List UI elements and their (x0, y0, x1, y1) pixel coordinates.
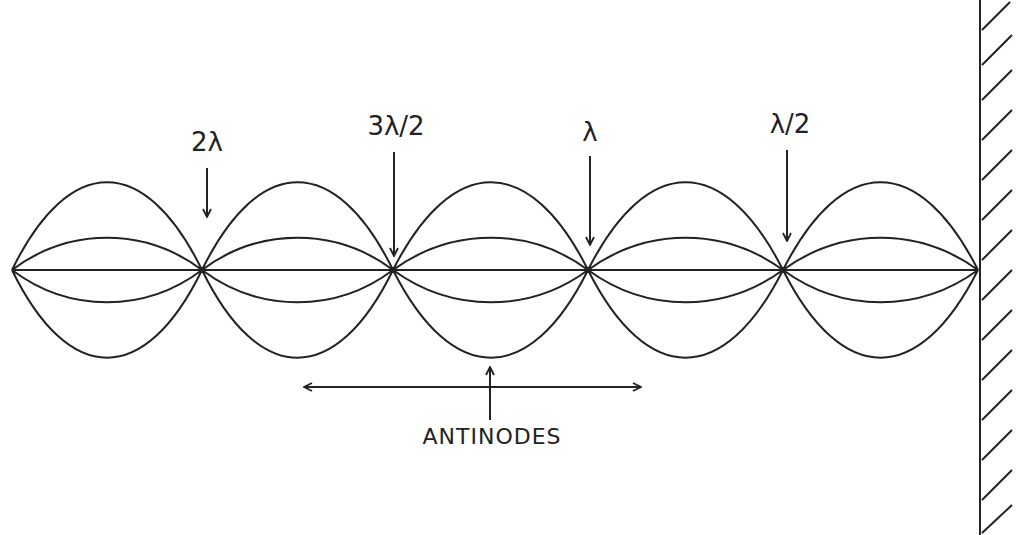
wave-loop (588, 182, 783, 358)
antinode-pointer (489, 368, 491, 420)
wave-loop (202, 182, 393, 358)
pointer-arrow (206, 168, 208, 216)
wave-loop (393, 182, 588, 358)
wavelength-label: 3λ/2 (367, 112, 424, 142)
pointer-arrow (786, 150, 788, 240)
wall-line (979, 0, 981, 535)
pointer-arrow (589, 156, 591, 244)
node-dots (199, 267, 786, 273)
pointer-arrow (393, 152, 395, 255)
antinodes-label: ANTINODES (422, 424, 561, 449)
pointer-arrows (207, 150, 787, 420)
string-rest-line (12, 269, 978, 271)
string-loops (12, 182, 978, 358)
wavelength-label: λ/2 (770, 110, 811, 140)
wall (980, 0, 1012, 535)
node-dot (780, 267, 786, 273)
antinode-span-arrow (305, 386, 640, 388)
node-dot (199, 267, 205, 273)
wavelength-label: λ (582, 118, 597, 148)
node-dot (585, 267, 591, 273)
wave-loop (12, 182, 202, 358)
wavelength-label: 2λ (191, 128, 223, 158)
wave-loop (783, 182, 978, 358)
wall-hatching (982, 2, 1012, 533)
node-dot (390, 267, 396, 273)
